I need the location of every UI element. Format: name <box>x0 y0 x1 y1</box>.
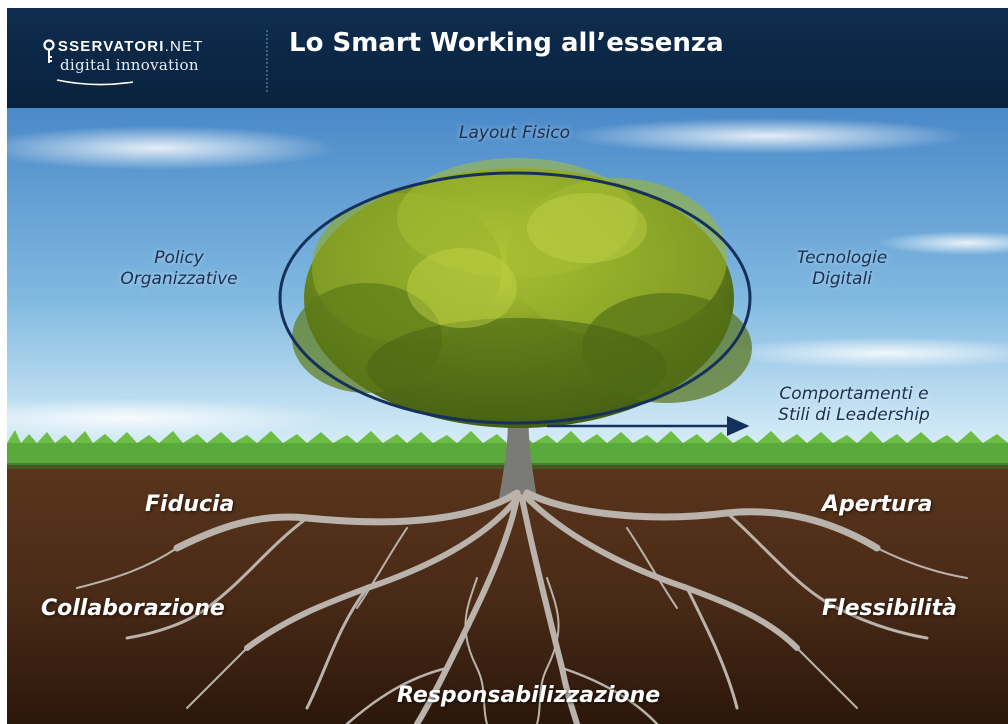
label-flessibilita: Flessibilità <box>822 596 957 621</box>
slide-title: Lo Smart Working all’essenza <box>289 28 724 58</box>
logo-wordmark: OSSERVATORI.NET <box>45 38 204 55</box>
cloud <box>717 337 1008 369</box>
tree-roots <box>76 489 968 724</box>
cloud <box>7 126 337 170</box>
label-comportamenti-leadership: Comportamenti e Stili di Leadership <box>749 384 959 427</box>
tree-illustration <box>7 108 1008 724</box>
cloud <box>567 118 967 154</box>
cloud <box>7 398 337 438</box>
logo-wordmark-bold: SSERVATORI <box>57 38 165 55</box>
label-policy-line1: Policy <box>154 248 204 268</box>
label-fiducia: Fiducia <box>145 492 235 517</box>
label-comportamenti-line1: Comportamenti e <box>779 384 929 404</box>
label-layout-fisico: Layout Fisico <box>459 123 571 143</box>
logo-wordmark-suffix: .NET <box>164 38 204 55</box>
soil-background <box>7 460 1008 724</box>
cloud <box>877 231 1008 255</box>
logo-tagline: digital innovation <box>60 56 199 74</box>
label-tecnologie-digitali: Tecnologie Digitali <box>757 248 927 291</box>
label-responsabilizzazione: Responsabilizzazione <box>397 683 661 708</box>
tree-trunk <box>499 408 537 498</box>
label-tecnologie-line2: Digitali <box>812 269 872 290</box>
label-policy-line2: Organizzative <box>120 269 238 290</box>
label-tecnologie-line1: Tecnologie <box>796 248 888 268</box>
label-comportamenti-line2: Stili di Leadership <box>778 405 930 426</box>
tree-canopy <box>292 158 752 428</box>
header-bar: OSSERVATORI.NET digital innovation Lo Sm… <box>7 8 1008 108</box>
header-divider <box>266 30 268 92</box>
label-policy-organizzative: Policy Organizzative <box>89 248 269 291</box>
label-collaborazione: Collaborazione <box>41 596 225 621</box>
slide: OSSERVATORI.NET digital innovation Lo Sm… <box>7 8 1008 724</box>
key-icon <box>43 39 55 63</box>
highlight-ellipse <box>278 171 752 425</box>
logo-swoosh-icon <box>56 79 134 86</box>
label-apertura: Apertura <box>822 492 933 517</box>
diagram-scene: Layout Fisico Policy Organizzative Tecno… <box>7 108 1008 724</box>
